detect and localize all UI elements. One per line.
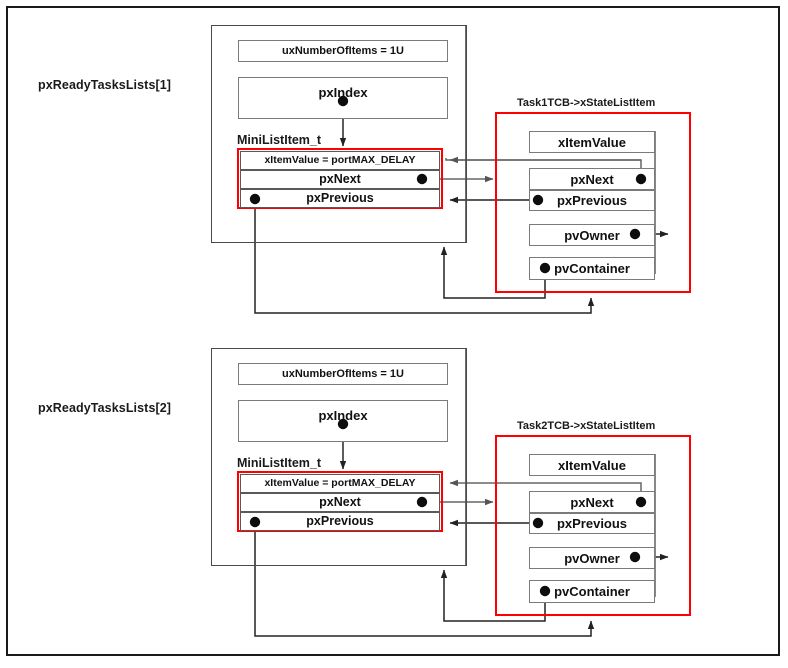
tcb-field-pvcontainer-label-1: pvContainer <box>554 584 630 599</box>
tcb-field-pxnext-0: pxNext <box>529 168 655 190</box>
px-index-field-1: pxIndex <box>238 400 448 442</box>
tcb-field-pxprevious-label-1: pxPrevious <box>556 516 628 531</box>
tcb-title-1: Task2TCB->xStateListItem <box>517 420 656 432</box>
tcb-field-pvcontainer-0: pvContainer <box>529 257 655 280</box>
tcb-field-pvcontainer-label-0: pvContainer <box>554 261 630 276</box>
mini-row-xitemvalue-label-1: xItemValue = portMAX_DELAY <box>264 477 416 490</box>
ready-list-box-0 <box>211 25 467 243</box>
tcb-field-xitemvalue-label-0: xItemValue <box>558 134 626 150</box>
mini-row-pxnext-label-1: pxNext <box>319 495 361 510</box>
tcb-field-xitemvalue-1: xItemValue <box>529 454 655 476</box>
ux-number-of-items-field-1: uxNumberOfItems = 1U <box>238 363 448 385</box>
mini-list-item-type-label-0: MiniListItem_t <box>237 133 322 147</box>
tcb-field-pxprevious-0: pxPrevious <box>529 190 655 211</box>
tcb-state-list-item-box-0 <box>495 112 691 293</box>
px-index-label-0: pxIndex <box>318 84 368 100</box>
tcb-field-pvowner-0: pvOwner <box>529 224 655 246</box>
mini-row-pxprevious-label-0: pxPrevious <box>306 191 374 206</box>
ux-number-of-items-label-0: uxNumberOfItems = 1U <box>282 44 404 57</box>
tcb-field-xitemvalue-label-1: xItemValue <box>558 457 626 473</box>
mini-row-pxprevious-1: pxPrevious <box>240 512 440 531</box>
mini-row-xitemvalue-1: xItemValue = portMAX_DELAY <box>240 474 440 493</box>
tcb-field-pxnext-label-0: pxNext <box>570 171 614 187</box>
mini-row-xitemvalue-0: xItemValue = portMAX_DELAY <box>240 151 440 170</box>
mini-row-pxnext-label-0: pxNext <box>319 172 361 187</box>
tcb-field-pvowner-label-0: pvOwner <box>564 227 620 243</box>
ready-list-box-1 <box>211 348 467 566</box>
list-label-0: pxReadyTasksLists[1] <box>38 78 172 92</box>
mini-list-item-box-0 <box>237 148 443 209</box>
mini-row-pxprevious-0: pxPrevious <box>240 189 440 208</box>
tcb-field-pxnext-1: pxNext <box>529 491 655 513</box>
tcb-field-pvcontainer-1: pvContainer <box>529 580 655 603</box>
mini-row-pxprevious-label-1: pxPrevious <box>306 514 374 529</box>
tcb-field-pvowner-label-1: pvOwner <box>564 550 620 566</box>
mini-row-xitemvalue-label-0: xItemValue = portMAX_DELAY <box>264 154 416 167</box>
tcb-field-pxnext-label-1: pxNext <box>570 494 614 510</box>
px-index-label-1: pxIndex <box>318 407 368 423</box>
mini-list-item-type-label-1: MiniListItem_t <box>237 456 322 470</box>
tcb-field-xitemvalue-0: xItemValue <box>529 131 655 153</box>
ux-number-of-items-label-1: uxNumberOfItems = 1U <box>282 367 404 380</box>
ux-number-of-items-field-0: uxNumberOfItems = 1U <box>238 40 448 62</box>
mini-row-pxnext-1: pxNext <box>240 493 440 512</box>
tcb-field-pxprevious-label-0: pxPrevious <box>556 193 628 208</box>
mini-list-item-box-1 <box>237 471 443 532</box>
diagram-frame <box>6 6 780 656</box>
tcb-field-pvowner-1: pvOwner <box>529 547 655 569</box>
tcb-title-0: Task1TCB->xStateListItem <box>517 97 656 109</box>
tcb-field-pxprevious-1: pxPrevious <box>529 513 655 534</box>
mini-row-pxnext-0: pxNext <box>240 170 440 189</box>
tcb-state-list-item-box-1 <box>495 435 691 616</box>
list-label-1: pxReadyTasksLists[2] <box>38 401 172 415</box>
px-index-field-0: pxIndex <box>238 77 448 119</box>
